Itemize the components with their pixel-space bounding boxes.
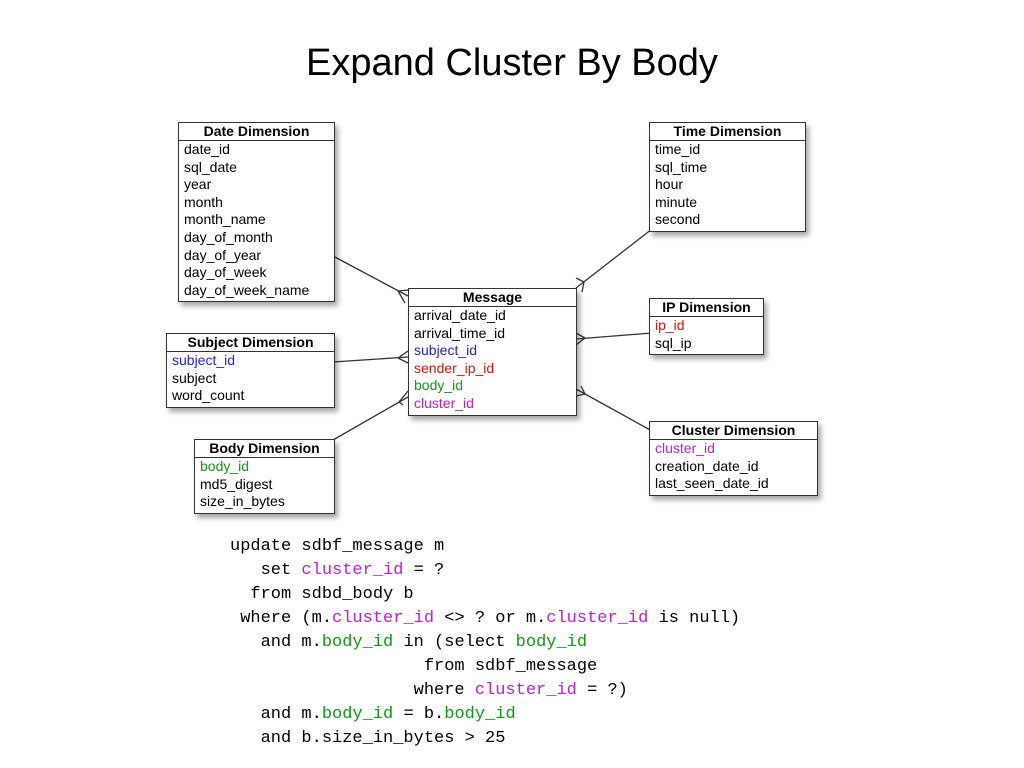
sql-token: = b. [393,705,445,724]
sql-token: where [230,681,475,700]
sql-line: from sdbf_message [230,657,597,676]
entity-field: subject_id [172,352,236,368]
entity-header: Time Dimension [650,123,805,141]
entity-field: word_count [172,387,245,404]
entity-field: second [655,211,701,228]
sql-token: and m. [230,633,322,652]
sql-token: and m. [230,705,322,724]
sql-line: and m.body_id = b.body_id [230,705,516,724]
sql-token: <> ? or m. [434,609,547,628]
entity-field: day_of_year [184,246,262,263]
entity-field: ip_id [655,317,685,333]
sql-line: update sdbf_message m [230,537,444,556]
sql-line: and b.size_in_bytes > 25 [230,729,506,748]
entity-header: Cluster Dimension [650,422,817,440]
sql-token: from sdbd_body b [230,585,414,604]
sql-token: = ?) [576,681,628,700]
connector-date-message [332,255,410,304]
slide-title: Expand Cluster By Body [306,42,718,84]
sql-token: body_id [515,633,588,652]
sql-token: update sdbf_message m [230,537,445,556]
entity-field: minute [655,193,698,210]
sql-line: where (m.cluster_id <> ? or m.cluster_id… [230,609,740,628]
sql-token: body_id [321,633,394,652]
sql-token: from sdbf_message [230,657,598,676]
entity-field: creation_date_id [655,457,759,474]
sql-line: where cluster_id = ?) [230,681,628,700]
entity-field: sql_date [184,158,237,175]
sql-code-block: update sdbf_message m set cluster_id = ?… [230,535,740,751]
connector-body-message [332,390,409,441]
entity-header: IP Dimension [650,299,763,317]
entity-field: arrival_time_id [414,324,506,341]
connector-ip-message [575,332,653,346]
entity-field: cluster_id [414,394,474,411]
entity-field: hour [655,176,684,193]
entity-header: Body Dimension [195,440,334,458]
sql-token: cluster_id [332,609,435,628]
sql-line: set cluster_id = ? [230,561,445,580]
connector-cluster-message [575,385,653,432]
sql-token: where (m. [230,609,333,628]
entity-field: cluster_id [655,440,715,456]
sql-token: = ? [403,561,445,580]
entity-field: md5_digest [200,475,273,492]
entity-field: sql_ip [655,334,692,351]
sql-line: from sdbd_body b [230,585,414,604]
entity-field: day_of_week [184,264,267,281]
sql-token: cluster_id [474,681,577,700]
entity-header: Date Dimension [179,123,334,141]
entity-field: month_name [184,211,266,228]
sql-token: and b.size_in_bytes > 25 [230,729,506,748]
entity-field: year [184,176,212,193]
sql-token: body_id [321,705,394,724]
entity-field: sender_ip_id [414,359,495,376]
sql-token: set [230,561,302,580]
sql-token: is null) [648,609,741,628]
entity-field: last_seen_date_id [655,475,769,492]
sql-token: cluster_id [546,609,649,628]
entity-field: time_id [655,141,701,157]
entity-field: body_id [200,458,250,474]
sql-token: in (select [393,633,516,652]
sql-token: cluster_id [301,561,404,580]
entity-field: day_of_month [184,228,273,245]
sql-token: body_id [444,705,516,724]
entity-header: Subject Dimension [167,334,334,352]
connector-subject-message [332,350,409,364]
entity-field: arrival_date_id [414,307,506,323]
entity-field: subject_id [414,342,478,359]
entity-field: date_id [184,141,230,157]
entity-field: body_id [414,377,464,394]
entity-field: subject [172,369,217,386]
entity-field: day_of_week_name [184,281,310,298]
entity-field: size_in_bytes [200,493,285,510]
sql-line: and m.body_id in (select body_id [230,633,588,652]
entity-field: sql_time [655,158,708,175]
entity-field: month [184,193,223,210]
connector-time-message [575,228,653,293]
entity-header: Message [409,289,576,307]
